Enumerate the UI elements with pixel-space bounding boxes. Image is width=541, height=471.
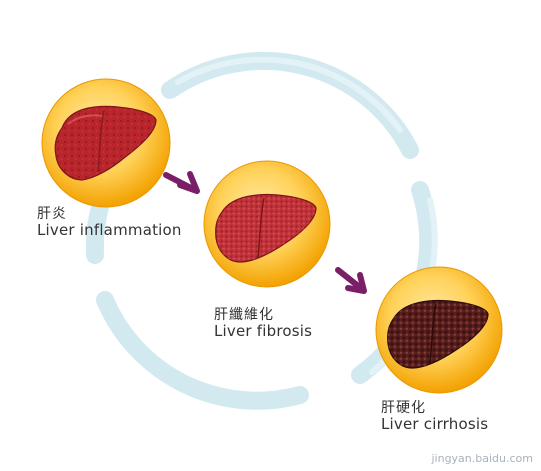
stage-3-label-en: Liver cirrhosis xyxy=(381,415,489,434)
cirrhotic-liver-icon xyxy=(387,299,489,369)
stage-1-label-en: Liver inflammation xyxy=(37,221,182,240)
stage-2-label: 肝纖維化 Liver fibrosis xyxy=(214,307,312,340)
progression-arrow-2 xyxy=(335,267,367,294)
inflamed-liver-icon xyxy=(54,105,157,181)
stage-2-label-zh: 肝纖維化 xyxy=(214,307,274,323)
watermark: jingyan.baidu.com xyxy=(431,452,533,465)
stage-1-label: 肝炎 Liver inflammation xyxy=(37,206,182,239)
stage-3-medallion xyxy=(375,266,503,394)
fibrotic-liver-icon xyxy=(215,193,317,263)
stage-1-label-zh: 肝炎 xyxy=(37,206,67,222)
stage-3-label: 肝硬化 Liver cirrhosis xyxy=(381,400,488,433)
stage-1-medallion xyxy=(41,78,171,208)
stage-2-label-en: Liver fibrosis xyxy=(214,322,313,341)
stage-3-label-zh: 肝硬化 xyxy=(381,400,426,416)
progression-arrow-1 xyxy=(163,171,200,194)
stage-2-medallion xyxy=(203,160,331,288)
